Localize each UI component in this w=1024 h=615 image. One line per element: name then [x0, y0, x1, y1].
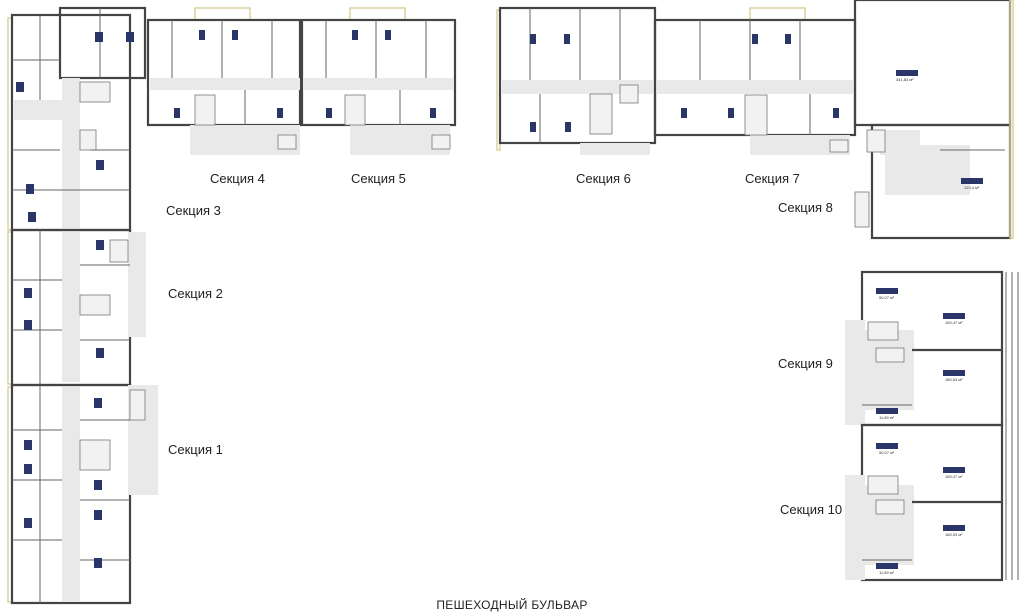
section-10-plan[interactable]: [845, 272, 1019, 582]
area-label: 180,53 м²: [945, 532, 963, 537]
section-label-10[interactable]: Секция 10: [780, 502, 843, 517]
section-2-plan[interactable]: [7, 228, 146, 387]
promenade-lines: [1005, 272, 1019, 580]
section-label-6[interactable]: Секция 6: [576, 171, 631, 186]
area-label: 11,89 м²: [879, 415, 894, 420]
section-label-8[interactable]: Секция 8: [778, 200, 833, 215]
section-label-7[interactable]: Секция 7: [745, 171, 800, 186]
section-9-plan[interactable]: [845, 270, 1004, 427]
section-7-plan[interactable]: [653, 7, 857, 155]
street-label: ПЕШЕХОДНЫЙ БУЛЬВАР: [436, 598, 588, 612]
section-label-9[interactable]: Секция 9: [778, 356, 833, 371]
area-label: 50,07 м²: [879, 295, 895, 300]
area-label: 11,89 м²: [879, 570, 894, 575]
area-label: 150,47 м²: [945, 474, 963, 479]
area-label: 180,53 м²: [945, 377, 963, 382]
section-label-4[interactable]: Секция 4: [210, 171, 265, 186]
area-label: 123,4 м²: [964, 185, 980, 190]
section-3-plan[interactable]: [7, 6, 147, 232]
section-8-plan[interactable]: [853, 0, 1014, 240]
section-label-1[interactable]: Секция 1: [168, 442, 223, 457]
area-label: 341,83 м²: [896, 77, 914, 82]
section-5-plan[interactable]: [300, 7, 457, 155]
section-label-3[interactable]: Секция 3: [166, 203, 221, 218]
area-label: 50,07 м²: [879, 450, 895, 455]
section-label-5[interactable]: Секция 5: [351, 171, 406, 186]
section-label-2[interactable]: Секция 2: [168, 286, 223, 301]
area-label: 150,47 м²: [945, 320, 963, 325]
section-4-plan[interactable]: [146, 7, 302, 155]
section-6-plan[interactable]: [496, 6, 687, 155]
section-1-plan[interactable]: [7, 383, 158, 605]
